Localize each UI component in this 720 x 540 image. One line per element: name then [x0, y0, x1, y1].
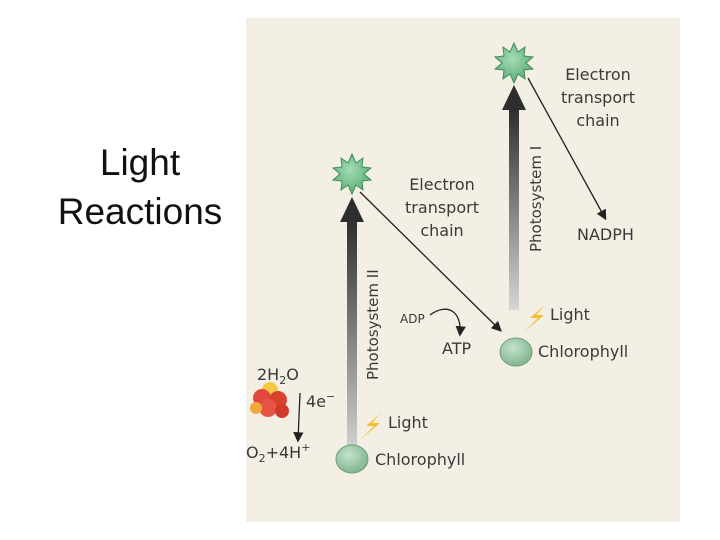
etc-ps2-line-1: Electron	[409, 175, 475, 194]
title-line-2: Reactions	[57, 191, 223, 232]
electrons-label: 4e−	[306, 390, 335, 411]
excited-star-ps1-icon	[493, 41, 535, 85]
etc-ps2-line-3: chain	[420, 221, 463, 240]
ps2-label: Photosystem II	[364, 269, 382, 380]
etc-ps1-line-3: chain	[576, 111, 619, 130]
water-to-products-arrow	[293, 392, 304, 443]
light-ps1-label: Light	[550, 305, 590, 324]
nadph-label: NADPH	[577, 225, 634, 244]
etc-ps2-line-2: transport	[405, 198, 479, 217]
products-label: O2+4H+	[246, 441, 310, 465]
adp-label: ADP	[400, 312, 425, 326]
etc-arrow-ps2-to-ps1	[359, 191, 502, 332]
title-line-1: Light	[99, 142, 181, 183]
water-label: 2H2O	[257, 365, 299, 387]
atp-label: ATP	[442, 339, 471, 358]
ps1-label: Photosystem I	[527, 146, 545, 252]
chlorophyll-ps1-icon	[499, 337, 533, 367]
light-ps2-label: Light	[388, 413, 428, 432]
etc-ps1-line-2: transport	[561, 88, 635, 107]
etc-arrow-ps1-to-nadph	[527, 77, 607, 221]
slide-title: Light Reactions	[30, 138, 250, 236]
lightning-ps1-icon	[524, 305, 545, 332]
etc-label-ps2: Electron transport chain	[405, 175, 479, 240]
excited-star-ps2-icon	[331, 152, 373, 196]
chlorophyll-ps2-icon	[335, 444, 369, 474]
water-molecules-icon	[250, 382, 289, 418]
adp-to-atp-arrow	[429, 308, 466, 337]
ps1-energy-arrow	[502, 85, 526, 310]
chlorophyll-ps1-label: Chlorophyll	[538, 342, 628, 361]
ps2-energy-arrow	[340, 197, 364, 446]
chlorophyll-ps2-label: Chlorophyll	[375, 450, 465, 469]
etc-label-ps1: Electron transport chain	[561, 65, 635, 130]
etc-ps1-line-1: Electron	[565, 65, 631, 84]
lightning-ps2-icon	[360, 413, 381, 440]
diagram-panel	[246, 18, 680, 522]
